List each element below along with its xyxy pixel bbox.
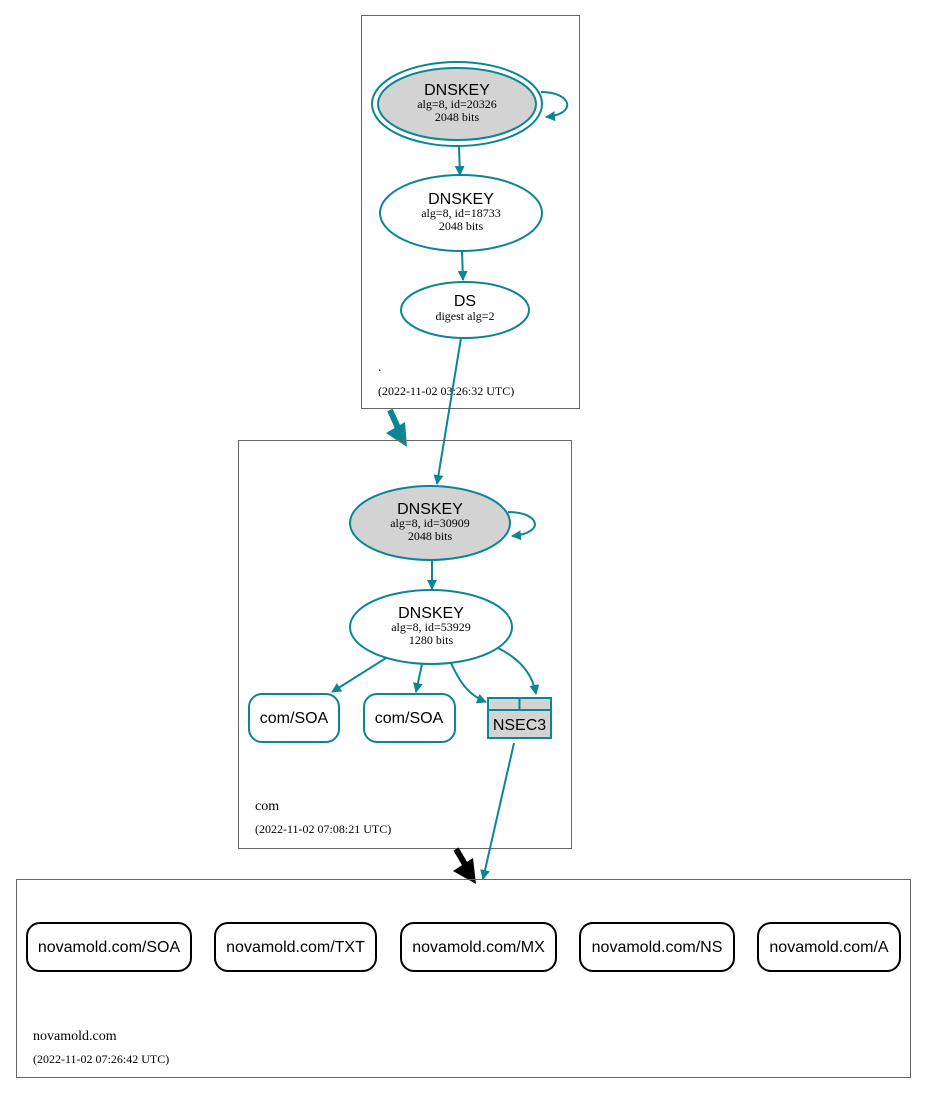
root-ksk-self-edge (540, 91, 569, 122)
novamold-soa-label: novamold.com/SOA (38, 939, 181, 956)
root-zsk-to-ds-edge (457, 250, 468, 281)
zone-root-timestamp: (2022-11-02 03:26:32 UTC) (378, 384, 514, 398)
novamold-mx-label: novamold.com/MX (412, 939, 545, 956)
com-zsk-alg: alg=8, id=53929 (391, 620, 471, 634)
zone-root-box (361, 15, 580, 409)
com-ksk-self-edge (507, 511, 536, 541)
zone-novamold-name: novamold.com (33, 1029, 117, 1044)
zone-com-box (238, 440, 572, 849)
com-to-novamold-delegation (453, 847, 476, 884)
root-ds-node[interactable]: DS digest alg=2 (400, 281, 530, 339)
com-nsec3-node[interactable]: NSEC3 (487, 697, 552, 739)
root-ds-digest: digest alg=2 (435, 309, 494, 323)
root-ksk-title: DNSKEY (424, 82, 490, 99)
com-ksk-node[interactable]: DNSKEY alg=8, id=30909 2048 bits (349, 485, 511, 561)
zone-root-name: . (378, 360, 382, 375)
novamold-txt-label: novamold.com/TXT (226, 939, 365, 956)
novamold-soa-node[interactable]: novamold.com/SOA (26, 922, 192, 972)
root-ksk-alg: alg=8, id=20326 (417, 97, 497, 111)
root-zsk-alg: alg=8, id=18733 (421, 206, 501, 220)
com-ksk-alg: alg=8, id=30909 (390, 516, 470, 530)
com-soa1-node[interactable]: com/SOA (248, 693, 340, 743)
zone-com: DNSKEY alg=8, id=30909 2048 bits DNSKEY … (238, 440, 572, 849)
root-to-com-delegation (386, 408, 407, 447)
com-soa2-node[interactable]: com/SOA (363, 693, 456, 743)
novamold-a-label: novamold.com/A (769, 939, 888, 956)
root-ds-to-com-ksk-edge (433, 337, 462, 485)
zone-novamold: novamold.com/SOA novamold.com/TXT novamo… (16, 879, 911, 1078)
com-zsk-to-soa2-edge (412, 663, 423, 693)
com-soa1-label: com/SOA (260, 710, 329, 727)
zone-com-name: com (255, 799, 279, 814)
com-soa2-label: com/SOA (375, 710, 444, 727)
com-ksk-bits: 2048 bits (408, 529, 453, 543)
com-zsk-title: DNSKEY (398, 605, 464, 622)
root-zsk-bits: 2048 bits (439, 219, 484, 233)
com-nsec3-label: NSEC3 (493, 717, 546, 734)
root-ds-title: DS (454, 293, 476, 310)
root-ksk-node[interactable]: DNSKEY alg=8, id=20326 2048 bits (371, 61, 543, 147)
root-ksk-bits: 2048 bits (435, 110, 480, 124)
com-zsk-to-soa1-edge (331, 657, 387, 693)
root-ksk-to-zsk-edge (454, 145, 465, 176)
com-zsk-node[interactable]: DNSKEY alg=8, id=53929 1280 bits (349, 589, 513, 665)
root-zsk-node[interactable]: DNSKEY alg=8, id=18733 2048 bits (379, 174, 543, 252)
com-zsk-bits: 1280 bits (409, 633, 454, 647)
novamold-ns-node[interactable]: novamold.com/NS (579, 922, 735, 972)
zone-novamold-box (16, 879, 911, 1078)
zone-com-timestamp: (2022-11-02 07:08:21 UTC) (255, 822, 391, 836)
novamold-a-node[interactable]: novamold.com/A (757, 922, 901, 972)
com-zsk-to-nsec3-edge-b (497, 647, 540, 695)
root-zsk-title: DNSKEY (428, 191, 494, 208)
com-zsk-to-nsec3-edge-a (450, 662, 487, 704)
com-nsec3-to-novamold-edge (480, 742, 515, 880)
novamold-txt-node[interactable]: novamold.com/TXT (214, 922, 377, 972)
com-ksk-title: DNSKEY (397, 501, 463, 518)
novamold-mx-node[interactable]: novamold.com/MX (400, 922, 557, 972)
zone-root: DNSKEY alg=8, id=20326 2048 bits DNSKEY … (361, 15, 580, 409)
zone-novamold-timestamp: (2022-11-02 07:26:42 UTC) (33, 1052, 169, 1066)
novamold-ns-label: novamold.com/NS (592, 939, 723, 956)
